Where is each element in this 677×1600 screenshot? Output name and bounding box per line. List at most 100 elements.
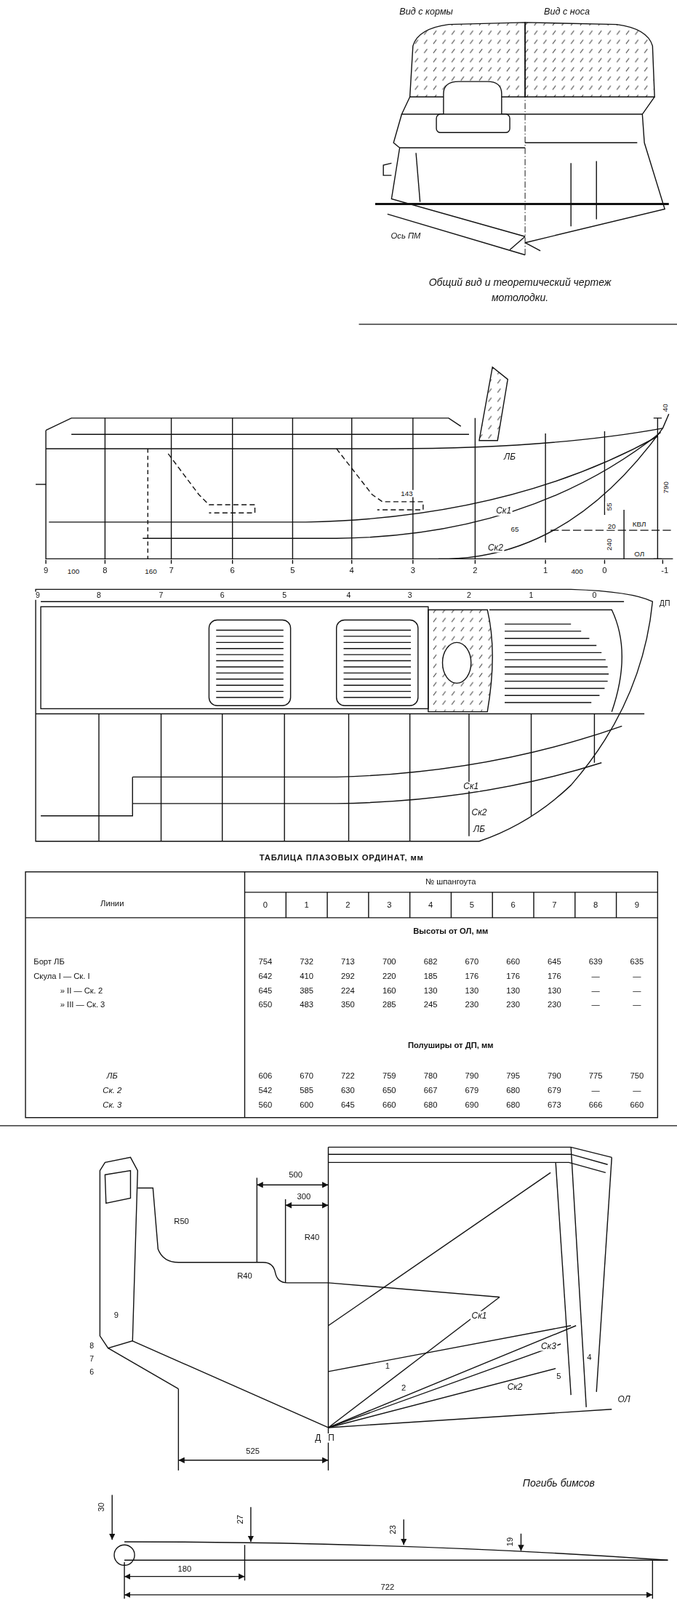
line-art bbox=[104, 1170, 131, 1204]
table-cell: — bbox=[631, 986, 643, 995]
table-cell: 5 bbox=[468, 900, 475, 909]
table-cell: Высоты от ОЛ, мм bbox=[412, 927, 490, 936]
side-profile bbox=[35, 367, 673, 565]
table-cell: 713 bbox=[340, 958, 357, 967]
plan-view bbox=[35, 589, 653, 841]
table-cell: 650 bbox=[257, 1001, 274, 1010]
line-art bbox=[436, 114, 510, 133]
line-art bbox=[124, 1575, 245, 1577]
table-cell: 775 bbox=[587, 1072, 604, 1081]
line-art bbox=[25, 871, 658, 1118]
table-cell: ЛБ bbox=[105, 1072, 119, 1081]
line-art bbox=[653, 418, 662, 559]
drawing-label: 7 bbox=[157, 591, 165, 600]
drawing-label: 7 bbox=[167, 567, 175, 576]
drawing-label: -1 bbox=[660, 567, 670, 576]
table-cell: 0 bbox=[261, 900, 269, 909]
line-art bbox=[45, 418, 462, 431]
line-art bbox=[504, 623, 609, 703]
table-cell: 3 bbox=[386, 900, 393, 909]
line-art bbox=[35, 713, 645, 715]
line-art bbox=[596, 1156, 612, 1392]
drawing-label: 8 bbox=[95, 591, 103, 600]
beam-camber bbox=[111, 1494, 668, 1599]
table-cell: 660 bbox=[381, 1100, 398, 1109]
drawing-label: 1 bbox=[542, 567, 550, 576]
line-art bbox=[137, 1187, 328, 1283]
table-cell: 9 bbox=[633, 900, 640, 909]
line-art bbox=[570, 162, 571, 227]
drawing-label: 20 bbox=[606, 522, 617, 531]
table-cell: 680 bbox=[505, 1100, 522, 1109]
table-cell: 642 bbox=[257, 972, 274, 981]
line-art bbox=[250, 1506, 251, 1542]
table-cell: 585 bbox=[298, 1087, 315, 1096]
table-cell: ТАБЛИЦА ПЛАЗОВЫХ ОРДИНАТ, мм bbox=[258, 854, 425, 863]
table-cell: 682 bbox=[422, 958, 439, 967]
table-cell: 666 bbox=[587, 1100, 604, 1109]
line-art bbox=[336, 619, 419, 706]
line-art bbox=[132, 725, 622, 777]
drawing-label: 4 bbox=[348, 567, 355, 576]
table-cell: 630 bbox=[340, 1087, 357, 1096]
drawing-label: 19 bbox=[506, 1535, 515, 1547]
line-art bbox=[383, 162, 392, 176]
line-art bbox=[124, 1544, 653, 1599]
table-cell: 679 bbox=[546, 1087, 563, 1096]
line-art bbox=[343, 630, 412, 699]
table-cell: Скула I — Ск. I bbox=[32, 972, 91, 981]
table-cell: 754 bbox=[257, 958, 274, 967]
drawing-label: ДП bbox=[658, 599, 672, 608]
drawing-label: 2 bbox=[466, 591, 473, 600]
drawing-label: 27 bbox=[236, 1513, 245, 1525]
general-view bbox=[359, 22, 677, 325]
line-art bbox=[327, 1282, 500, 1298]
line-art bbox=[327, 1146, 329, 1428]
drawing-label: 100 bbox=[66, 567, 80, 575]
table-cell: 600 bbox=[298, 1100, 315, 1109]
table-cell: 385 bbox=[298, 986, 315, 995]
line-art bbox=[403, 1519, 405, 1545]
drawing-label: 400 bbox=[570, 567, 584, 575]
drawing-label: R50 bbox=[173, 1217, 190, 1226]
drawing-label: 0 bbox=[601, 567, 608, 576]
table-cell: 130 bbox=[463, 986, 480, 995]
table-cell: 645 bbox=[546, 958, 563, 967]
line-art bbox=[443, 81, 502, 115]
line-art bbox=[327, 1296, 500, 1427]
drawing-label: 3 bbox=[406, 591, 414, 600]
line-art bbox=[525, 96, 655, 115]
drawing-label: R40 bbox=[236, 1272, 254, 1281]
line-art bbox=[623, 509, 624, 559]
drawing-label: 4 bbox=[345, 591, 352, 600]
line-art bbox=[178, 1388, 179, 1471]
table-cell: 410 bbox=[298, 972, 315, 981]
drawing-label: 9 bbox=[42, 567, 50, 576]
table-cell: — bbox=[590, 972, 601, 981]
table-cell: 700 bbox=[381, 958, 398, 967]
line-art bbox=[35, 589, 653, 841]
table-cell: 483 bbox=[298, 1001, 315, 1010]
drawing-label: Ск1 bbox=[495, 506, 513, 515]
table-cell: 650 bbox=[381, 1087, 398, 1096]
table-cell: 6 bbox=[509, 900, 517, 909]
table-cell: 160 bbox=[381, 986, 398, 995]
line-art bbox=[40, 776, 133, 816]
table-cell: 8 bbox=[592, 900, 600, 909]
line-art bbox=[71, 434, 470, 435]
line-art bbox=[35, 483, 46, 485]
line-art bbox=[0, 1124, 677, 1126]
drawing-label: Ск1 bbox=[462, 781, 480, 791]
table-cell: 560 bbox=[257, 1100, 274, 1109]
line-art bbox=[327, 1368, 556, 1428]
table-cell: 679 bbox=[463, 1087, 480, 1096]
table-cell: 285 bbox=[381, 1001, 398, 1010]
line-art bbox=[489, 609, 622, 712]
table-cell: 750 bbox=[629, 1072, 646, 1081]
drawing-label: 500 bbox=[287, 1171, 304, 1180]
table-cell: 2 bbox=[344, 900, 352, 909]
drawing-label: 3 bbox=[409, 567, 416, 576]
drawing-label: 1 bbox=[383, 1361, 391, 1370]
